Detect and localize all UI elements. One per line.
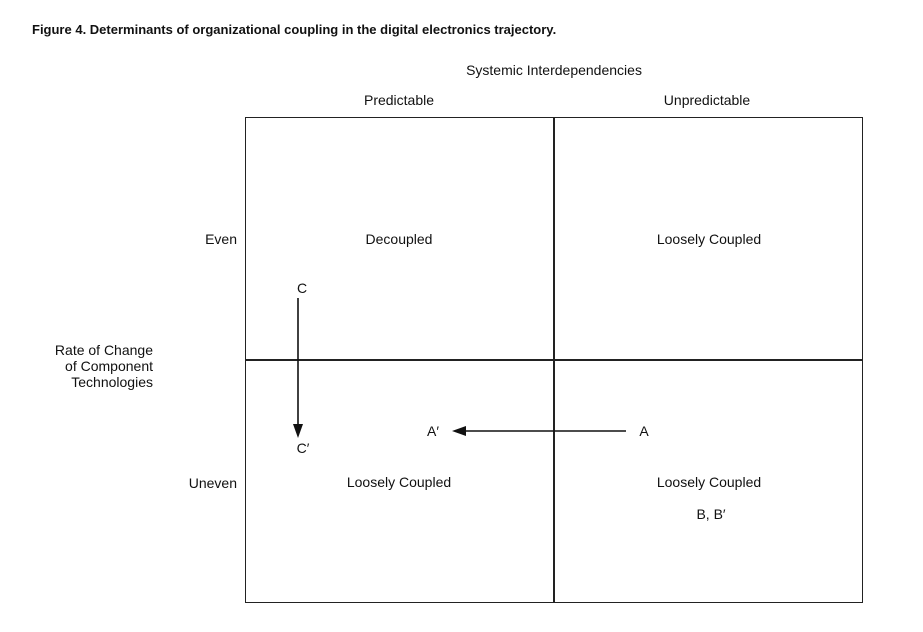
column-axis-title: Systemic Interdependencies [466,62,642,78]
row-axis-title-line-2: of Component [65,358,153,374]
row-axis-title: Rate of Change of Component Technologies [55,342,153,390]
point-a-label: A [639,423,649,439]
arrow-a-to-a-prime [452,426,626,436]
arrow-c-to-c-prime [293,298,303,438]
column-label-unpredictable: Unpredictable [663,92,751,108]
quadrant-uneven-unpredictable-note: B, B′ [696,506,726,522]
point-c-label: C [296,280,308,296]
point-c-prime-label: C′ [296,440,310,456]
row-axis-title-line-1: Rate of Change [54,342,153,358]
row-axis-title-line-3: Technologies [71,374,153,390]
figure-title: Figure 4. Determinants of organizational… [32,22,557,37]
quadrant-uneven-unpredictable-label: Loosely Coupled [656,474,762,490]
row-label-even: Even [205,231,237,247]
grid-horizontal-divider [245,359,863,361]
column-label-predictable: Predictable [363,92,435,108]
quadrant-uneven-predictable-label: Loosely Coupled [346,474,452,490]
row-label-uneven: Uneven [188,475,237,491]
quadrant-even-predictable-label: Decoupled [365,231,433,247]
point-a-prime-label: A′ [427,423,439,439]
quadrant-even-unpredictable-label: Loosely Coupled [656,231,762,247]
